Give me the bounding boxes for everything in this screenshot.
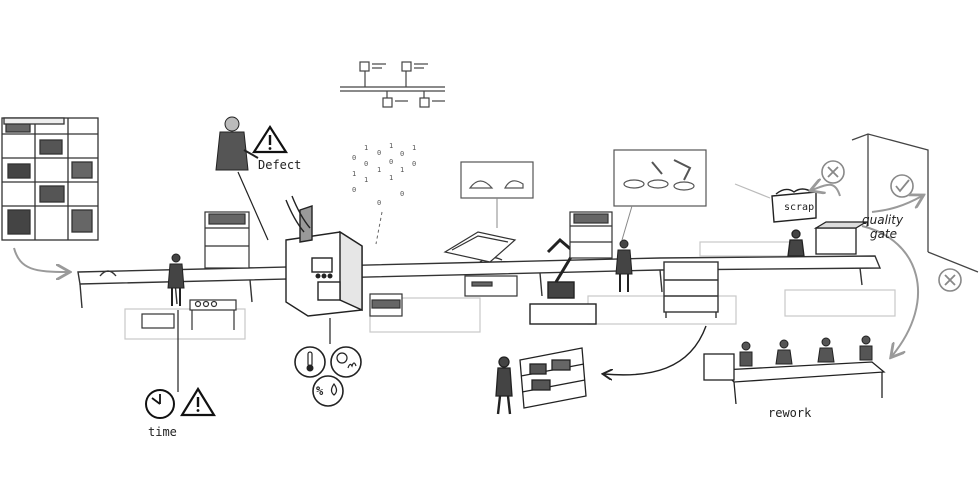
binary-data-stream: 010 101 010 101 010 10 bbox=[352, 142, 416, 245]
svg-text:0: 0 bbox=[400, 150, 404, 158]
humidity-icon bbox=[312, 375, 344, 407]
rework-label: rework bbox=[768, 406, 812, 420]
defect-pointer bbox=[237, 171, 269, 241]
rework-table bbox=[703, 353, 886, 405]
process-callout-1 bbox=[460, 161, 534, 228]
svg-text:0: 0 bbox=[377, 149, 381, 157]
inspector-figure bbox=[215, 116, 259, 171]
svg-text:1: 1 bbox=[389, 142, 393, 150]
outbound-doorway bbox=[851, 133, 979, 273]
shelf-rack-mid bbox=[569, 211, 613, 259]
to-scrap-arrow bbox=[812, 185, 841, 197]
drop-icon bbox=[330, 382, 338, 396]
workbench-left bbox=[141, 299, 237, 330]
operator-left bbox=[167, 253, 185, 306]
clock-icon bbox=[145, 389, 175, 419]
warning-icon bbox=[251, 124, 289, 154]
process-callout-2 bbox=[613, 149, 707, 241]
thermometer-icon bbox=[294, 346, 326, 378]
svg-text:1: 1 bbox=[400, 166, 404, 174]
it-network bbox=[340, 61, 445, 108]
svg-text:0: 0 bbox=[400, 190, 404, 198]
operator-mid bbox=[615, 239, 633, 292]
svg-text:0: 0 bbox=[389, 158, 393, 166]
reject-icon bbox=[821, 160, 845, 184]
svg-text:0: 0 bbox=[352, 154, 356, 162]
time-label: time bbox=[148, 425, 177, 439]
svg-text:0: 0 bbox=[364, 160, 368, 168]
inbound-arrow bbox=[13, 247, 68, 272]
reject-icon bbox=[938, 268, 962, 292]
svg-text:0: 0 bbox=[377, 199, 381, 207]
svg-text:0: 0 bbox=[412, 160, 416, 168]
warning-icon bbox=[180, 386, 216, 417]
svg-text:1: 1 bbox=[377, 166, 381, 174]
quality-gate-station bbox=[787, 221, 869, 257]
warehouse-shelf bbox=[1, 117, 99, 241]
scrap-bin bbox=[771, 188, 817, 223]
press-station bbox=[443, 231, 518, 297]
robot-arm bbox=[529, 237, 597, 325]
svg-text:0: 0 bbox=[352, 186, 356, 194]
accept-icon bbox=[890, 174, 914, 198]
quality-gate-label-line2: gate bbox=[870, 227, 898, 241]
to-rework-arrow bbox=[861, 225, 919, 356]
rework-workers bbox=[739, 335, 873, 367]
cart-rack bbox=[663, 261, 719, 318]
accept-arrow bbox=[871, 196, 922, 213]
central-machine bbox=[285, 195, 363, 317]
operator-cart bbox=[495, 347, 587, 415]
svg-text:1: 1 bbox=[389, 174, 393, 182]
svg-text:1: 1 bbox=[412, 144, 416, 152]
shelf-rack-left bbox=[204, 211, 250, 269]
quality-gate-label-line1: quality bbox=[862, 213, 904, 227]
gate-to-scrap-line bbox=[734, 183, 771, 199]
scrap-label: scrap bbox=[784, 202, 815, 213]
svg-text:1: 1 bbox=[364, 144, 368, 152]
rework-return-arrow bbox=[604, 325, 707, 375]
svg-text:1: 1 bbox=[352, 170, 356, 178]
svg-text:1: 1 bbox=[364, 176, 368, 184]
humidity-percent-label: % bbox=[316, 384, 324, 398]
defect-label: Defect bbox=[258, 158, 302, 172]
parts-bin bbox=[369, 293, 403, 317]
clock-icon bbox=[330, 346, 362, 378]
